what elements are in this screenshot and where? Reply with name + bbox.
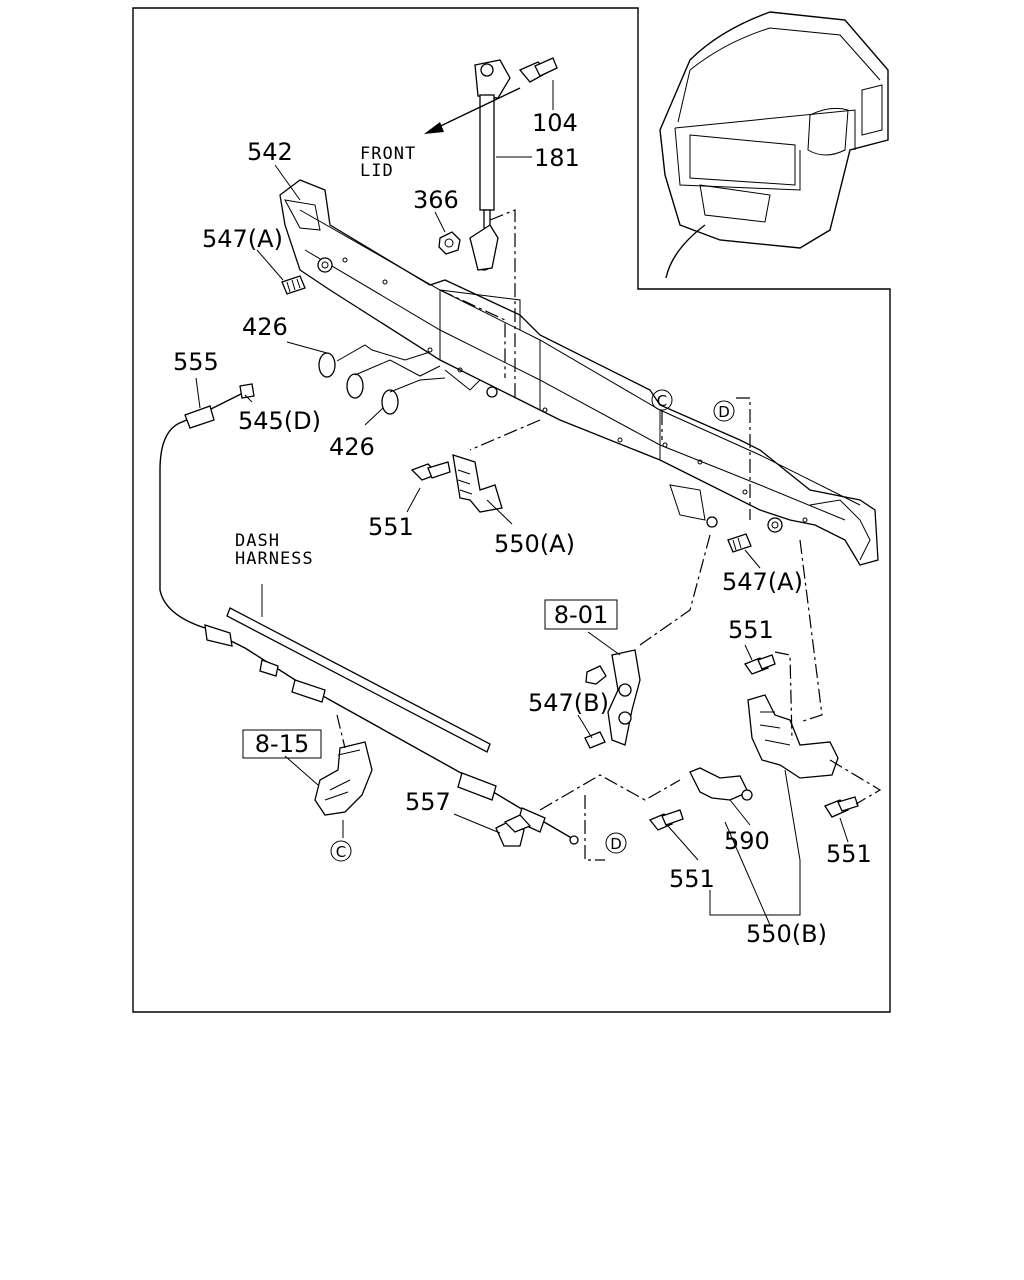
label-551-right-top: 551 xyxy=(728,616,774,644)
marker-c-bottom: C xyxy=(336,843,346,861)
dash-harness xyxy=(226,607,491,753)
label-551-center: 551 xyxy=(368,513,414,541)
ref-line-550b xyxy=(799,539,823,723)
plug-426-bottom xyxy=(381,389,399,415)
label-551-right: 551 xyxy=(826,840,872,868)
label-545d: 545(D) xyxy=(238,407,321,435)
ref-line-801 xyxy=(639,534,711,646)
plug-426-top xyxy=(318,352,336,378)
ref-line-lid xyxy=(439,289,506,378)
label-551-bottom: 551 xyxy=(669,865,715,893)
bolt-551-bottom xyxy=(648,809,684,831)
label-547b: 547(B) xyxy=(528,689,609,717)
marker-d-top: D xyxy=(718,403,730,421)
bolt-104 xyxy=(518,57,558,83)
marker-circle-d-top xyxy=(713,400,735,422)
nut-366 xyxy=(438,231,461,255)
label-547a-top: 547(A) xyxy=(202,225,283,253)
bracket-547b xyxy=(584,649,641,749)
ref-line-d-marker xyxy=(736,397,751,520)
ref-line-d-bottom xyxy=(584,795,605,861)
cross-member-beam xyxy=(279,179,879,566)
ref-box-801 xyxy=(544,599,618,630)
label-557: 557 xyxy=(405,788,451,816)
marker-circle-c-top xyxy=(651,389,673,411)
marker-d-bottom: D xyxy=(610,835,622,853)
front-lid-note-line2: LID xyxy=(360,161,394,181)
bolt-551-right xyxy=(824,796,859,818)
bracket-550a xyxy=(452,454,503,513)
bolt-551-center xyxy=(410,461,451,481)
bracket-550b xyxy=(689,694,839,801)
ref-box-815 xyxy=(242,729,322,759)
bolt-547a-top xyxy=(281,275,306,295)
label-542: 542 xyxy=(247,138,293,166)
marker-circle-c-bottom xyxy=(330,840,352,862)
bolt-551-right-top xyxy=(743,654,776,675)
clamp-557 xyxy=(495,814,532,847)
dash-harness-note-line2: HARNESS xyxy=(235,549,314,569)
ref-line-551 xyxy=(774,651,793,741)
ref-801: 8-01 xyxy=(554,601,608,629)
label-550b: 550(B) xyxy=(746,920,827,948)
ref-line-strut xyxy=(489,209,516,400)
ref-815: 8-15 xyxy=(255,730,309,758)
cable-clip-815 xyxy=(314,741,373,816)
label-181: 181 xyxy=(534,144,580,172)
dash-harness-note-line1: DASH xyxy=(235,531,280,551)
truck-cab-inset xyxy=(659,11,889,279)
label-426-bottom: 426 xyxy=(329,433,375,461)
diagram-frame xyxy=(132,7,891,1013)
front-lid-arrowhead xyxy=(424,122,444,134)
label-426-top: 426 xyxy=(242,313,288,341)
gas-strut xyxy=(469,59,511,271)
front-lid-note-line1: FRONT xyxy=(360,144,416,164)
ref-line-c xyxy=(469,419,541,451)
front-lid-arrow xyxy=(427,87,521,133)
label-104: 104 xyxy=(532,109,578,137)
leader-lines xyxy=(195,80,849,926)
ref-line-cable-end xyxy=(539,774,681,811)
label-555: 555 xyxy=(173,348,219,376)
bolt-547a-right xyxy=(727,533,752,553)
cable-555 xyxy=(159,383,579,845)
label-550a: 550(A) xyxy=(494,530,575,558)
marker-c-top: C xyxy=(657,392,667,410)
ref-line-551-right xyxy=(829,759,882,805)
grommet-545d xyxy=(346,373,364,399)
label-366: 366 xyxy=(413,186,459,214)
ref-line-clip xyxy=(336,714,346,749)
label-590: 590 xyxy=(724,827,770,855)
label-547a-right: 547(A) xyxy=(722,568,803,596)
marker-circle-d-bottom xyxy=(605,832,627,854)
